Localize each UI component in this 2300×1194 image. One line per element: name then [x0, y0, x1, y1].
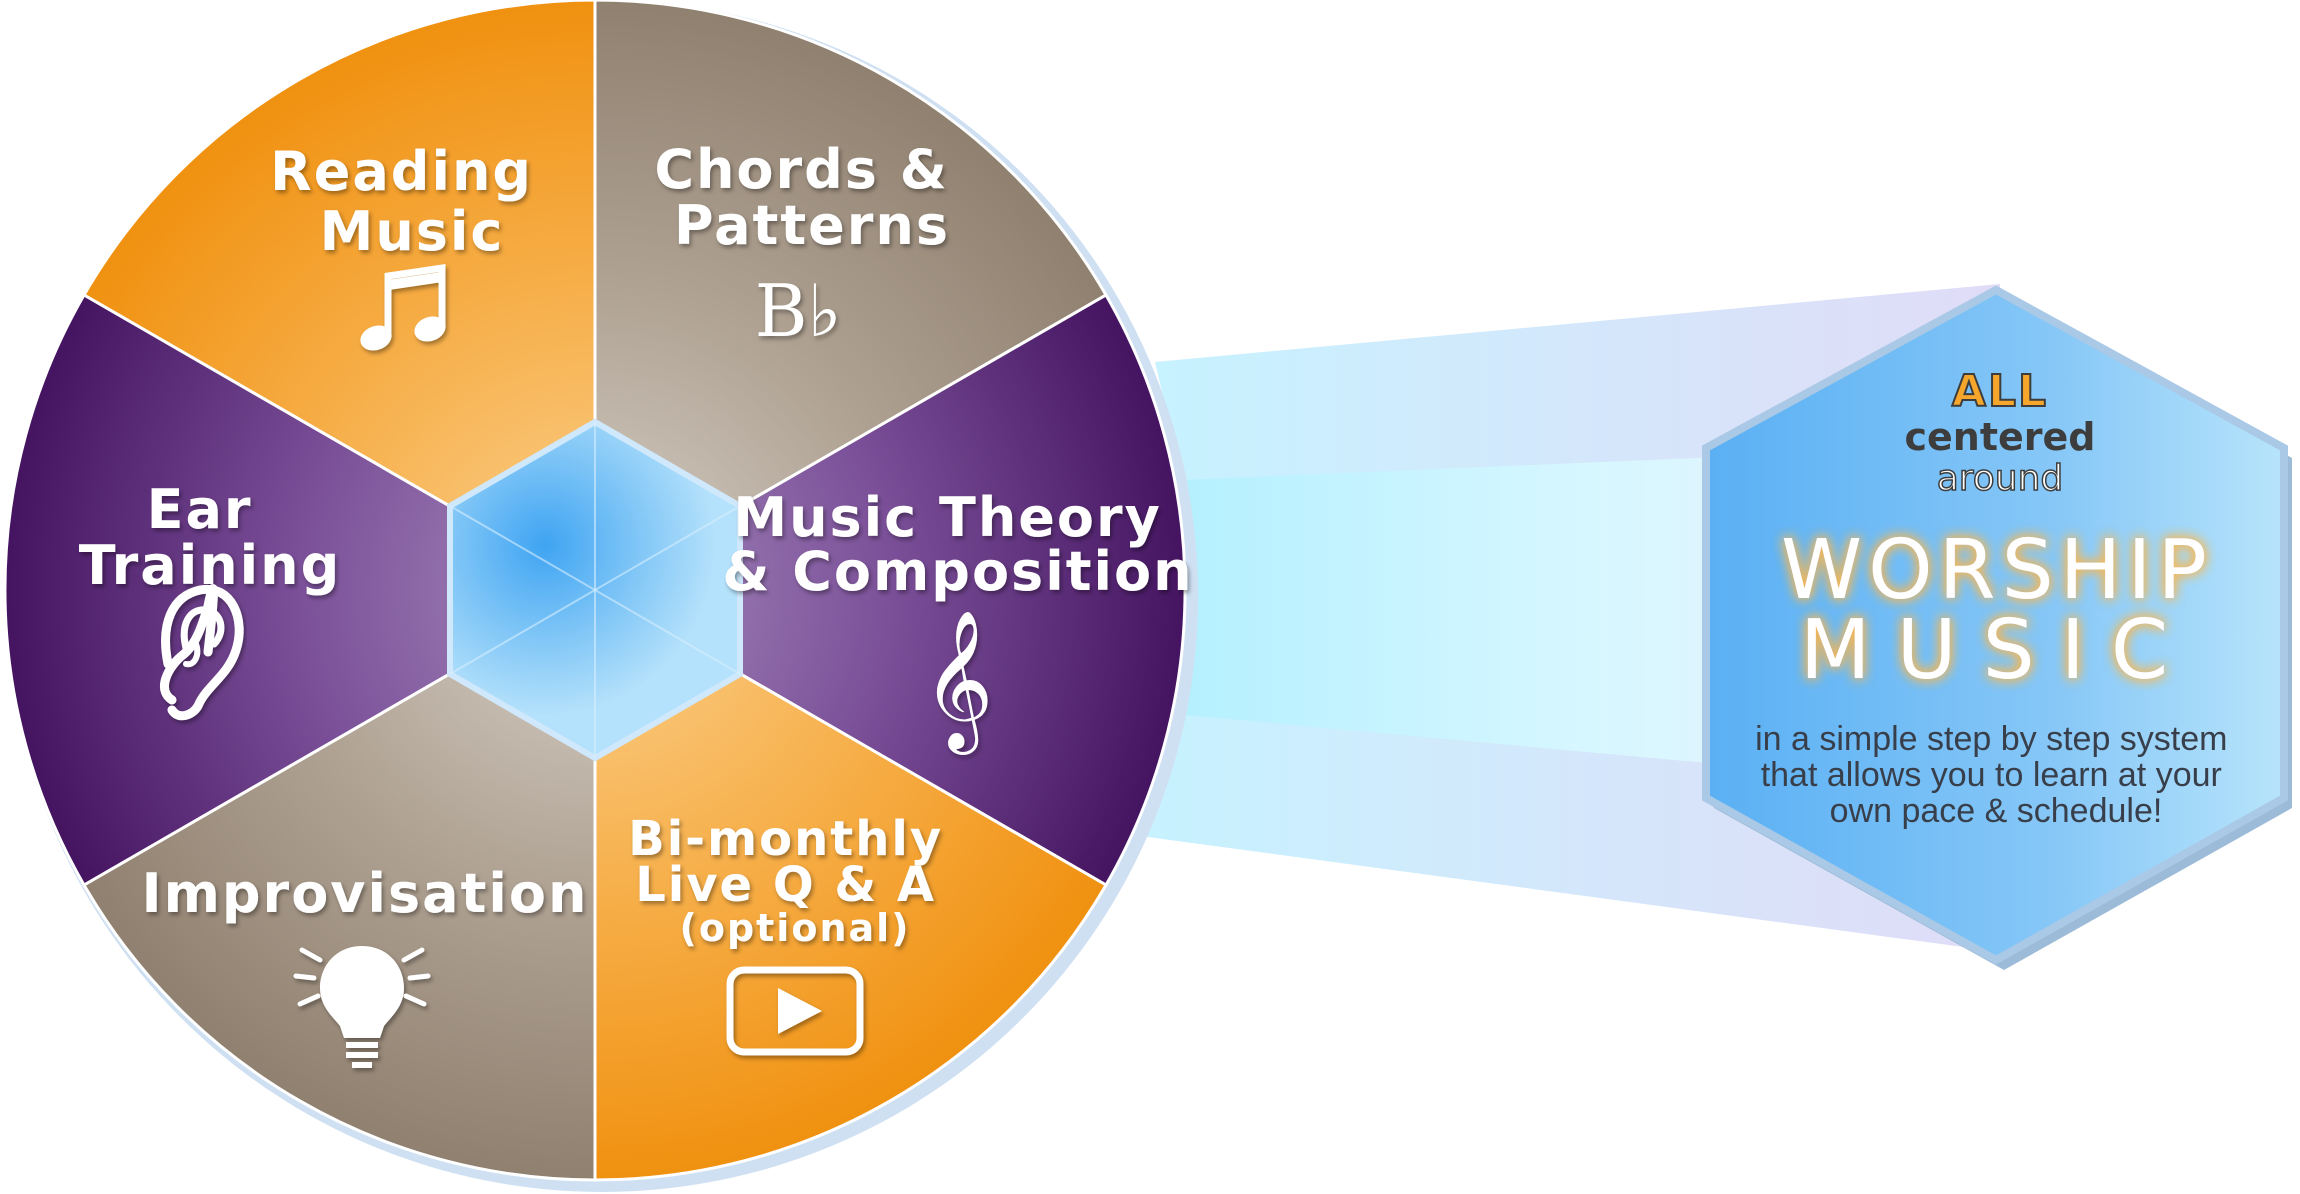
play-button-icon: [726, 966, 864, 1056]
chords-patterns-title: Chords & Patterns: [654, 138, 969, 257]
wheel-segments: [3, 0, 1187, 1182]
segment-live-qa: [593, 587, 1109, 1182]
all-label: ALL: [1952, 366, 2048, 417]
segment-ear-training: [3, 292, 599, 888]
ear-icon: [159, 584, 244, 721]
music-title: MUSIC: [1800, 603, 2194, 698]
segment-chords-patterns: [593, 0, 1109, 593]
segment-improvisation: [81, 587, 597, 1182]
focus-description: in a simple step by step system that all…: [1755, 720, 2237, 830]
music-theory-title: Music Theory & Composition: [722, 486, 1193, 603]
segment-music-theory: [591, 292, 1187, 888]
light-bulb-icon: [293, 946, 431, 1068]
treble-clef-icon: 𝄞: [923, 610, 994, 755]
segment-reading-music: [81, 0, 597, 593]
focus-hexagon-body: [1702, 285, 2288, 965]
b-flat-icon: B♭: [755, 269, 842, 353]
worship-title: WORSHIP: [1781, 523, 2213, 618]
segment-labels: Reading Music Chords & Patterns Music Th…: [79, 138, 1193, 950]
around-label: around: [1937, 458, 2064, 499]
reading-music-title: Reading Music: [270, 140, 554, 263]
improvisation-title: Improvisation: [142, 862, 589, 925]
focus-text: ALL centered around WORSHIP MUSIC in a s…: [1755, 365, 2237, 830]
live-qa-title: Bi-monthly Live Q & A (optional): [628, 811, 962, 950]
centered-label: centered: [1904, 415, 2095, 459]
focus-hexagon: [1702, 285, 2292, 970]
center-hexagon: [447, 418, 743, 762]
music-notes-icon: [360, 263, 446, 351]
